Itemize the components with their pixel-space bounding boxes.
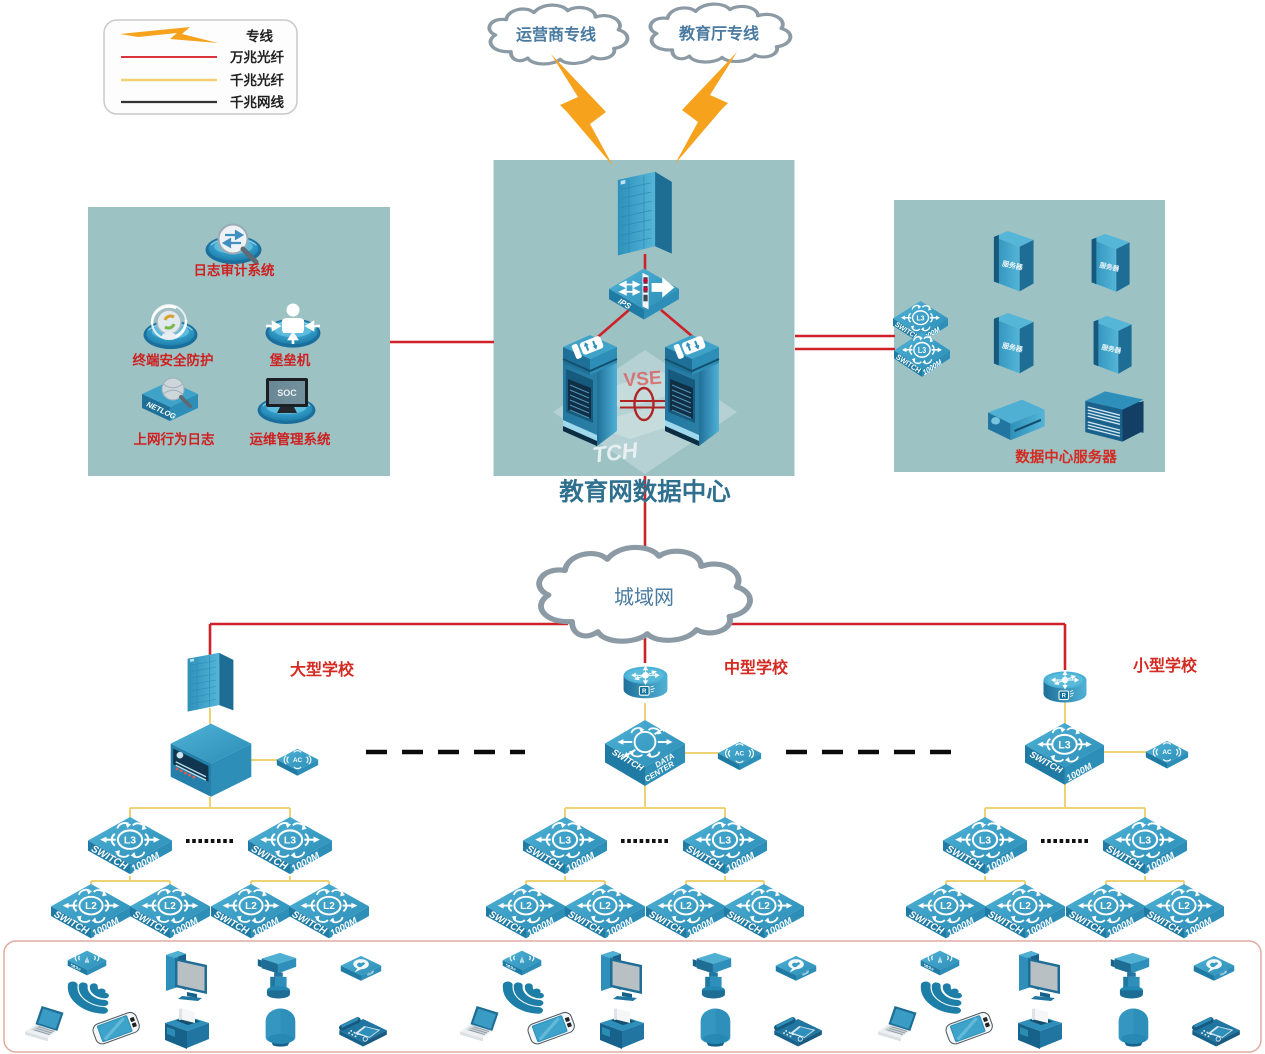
svg-text:千兆网线: 千兆网线 bbox=[230, 94, 284, 110]
svg-text:专线: 专线 bbox=[246, 28, 273, 44]
svg-text:教育网数据中心: 教育网数据中心 bbox=[559, 477, 731, 506]
svg-text:小型学校: 小型学校 bbox=[1133, 656, 1198, 675]
svg-text:城域网: 城域网 bbox=[614, 586, 674, 609]
svg-text:运营商专线: 运营商专线 bbox=[516, 25, 596, 44]
svg-text:VSE: VSE bbox=[623, 368, 662, 392]
svg-text:SOC: SOC bbox=[277, 388, 297, 398]
svg-text:中型学校: 中型学校 bbox=[724, 658, 789, 677]
svg-text:终端安全防护: 终端安全防护 bbox=[133, 352, 214, 368]
svg-text:数据中心服务器: 数据中心服务器 bbox=[1015, 448, 1117, 466]
svg-text:千兆光纤: 千兆光纤 bbox=[230, 72, 284, 88]
svg-text:大型学校: 大型学校 bbox=[290, 660, 355, 679]
svg-text:上网行为日志: 上网行为日志 bbox=[134, 431, 215, 447]
svg-text:运维管理系统: 运维管理系统 bbox=[250, 431, 331, 447]
svg-text:万兆光纤: 万兆光纤 bbox=[229, 49, 284, 65]
svg-text:堡垒机: 堡垒机 bbox=[270, 352, 311, 368]
svg-text:日志审计系统: 日志审计系统 bbox=[194, 262, 275, 278]
svg-text:教育厅专线: 教育厅专线 bbox=[679, 24, 759, 43]
